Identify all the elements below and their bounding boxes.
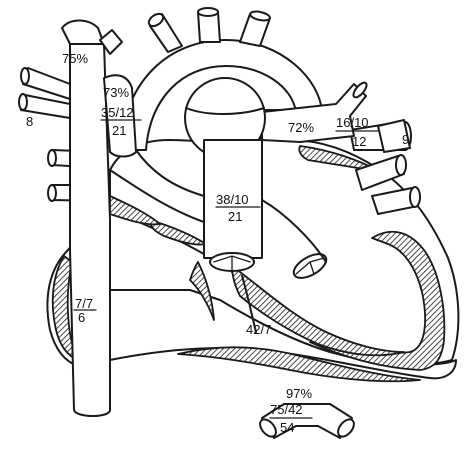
lv-pressure-fraction-label: 75/42 bbox=[270, 402, 303, 417]
lv-pressure-mean-label: 54 bbox=[280, 420, 294, 435]
rpa-vessel-label: 8 bbox=[26, 114, 33, 129]
center-pressure-fraction-label: 38/10 bbox=[216, 192, 249, 207]
right-lower-vein-1-opening bbox=[396, 155, 406, 175]
pa-pressure-fraction-label: 35/12 bbox=[101, 105, 134, 120]
arch-branch-2-opening bbox=[198, 8, 218, 16]
left-upper-branches bbox=[19, 68, 70, 118]
rv-pressure-label: 42/7 bbox=[246, 322, 271, 337]
ao-saturation-label: 72% bbox=[288, 120, 314, 135]
valve-center bbox=[210, 253, 254, 271]
pa-saturation-label: 73% bbox=[103, 85, 129, 100]
pv-pressure-fraction-label: 16/10 bbox=[336, 115, 369, 130]
center-pressure-mean-label: 21 bbox=[228, 209, 242, 224]
ra-pressure-fraction-label: 7/7 bbox=[75, 296, 93, 311]
lv-saturation-label: 97% bbox=[286, 386, 312, 401]
right-lower-vein-2-opening bbox=[410, 187, 420, 207]
svc-saturation-label: 75% bbox=[62, 51, 88, 66]
ra-pressure-mean-label: 6 bbox=[78, 310, 85, 325]
pv-pressure-mean-label: 12 bbox=[352, 134, 366, 149]
pv-vessel-label: 9 bbox=[402, 132, 409, 147]
pa-pressure-mean-label: 21 bbox=[112, 123, 126, 138]
svc-cap bbox=[62, 21, 104, 45]
